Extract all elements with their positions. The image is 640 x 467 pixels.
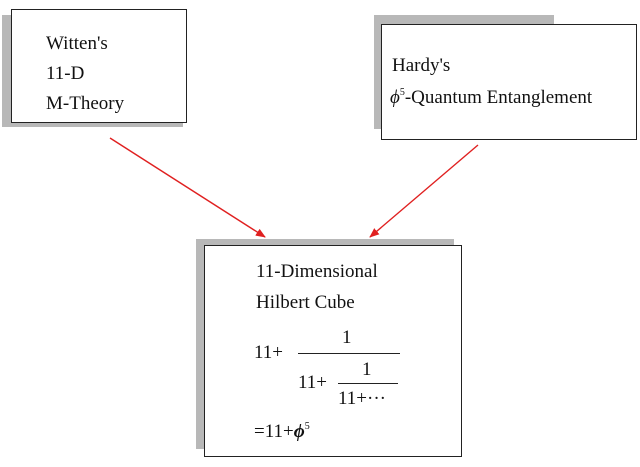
hardy-line-2-rest: -Quantum Entanglement (404, 87, 593, 108)
witten-line-2: 11-D (46, 63, 85, 84)
result-prefix: =11+ (254, 421, 294, 442)
hilbert-line-2: Hilbert Cube (256, 292, 355, 313)
cf-numerator-2: 1 (362, 359, 372, 380)
hardy-phi: ϕ (390, 87, 400, 108)
result-phi: ϕ (293, 421, 305, 442)
hardy-line-2: ϕ5-Quantum Entanglement (390, 87, 593, 108)
cf-denominator-2: 11+··· (338, 388, 386, 409)
hilbert-result: =11+ϕ5 (254, 421, 310, 442)
result-phi-exponent: 5 (304, 421, 310, 432)
hardy-phi-exponent: 5 (399, 87, 405, 98)
witten-line-1: Witten's (46, 33, 108, 54)
hilbert-box (204, 245, 462, 457)
cf-numerator-1: 1 (342, 327, 352, 348)
hardy-box (381, 24, 637, 140)
witten-box (11, 9, 187, 123)
cf-fraction-bar-2 (338, 383, 398, 385)
edge-hardy-to-hilbert (369, 144, 479, 238)
cf-fraction-bar-1 (298, 353, 400, 355)
hilbert-line-1: 11-Dimensional (256, 261, 378, 282)
hardy-line-1: Hardy's (392, 55, 451, 76)
edge-witten-to-hilbert (109, 137, 266, 238)
witten-line-3: M-Theory (46, 93, 125, 114)
cf-lead: 11+ (254, 342, 284, 363)
cf-inner-lead: 11+ (298, 372, 328, 393)
